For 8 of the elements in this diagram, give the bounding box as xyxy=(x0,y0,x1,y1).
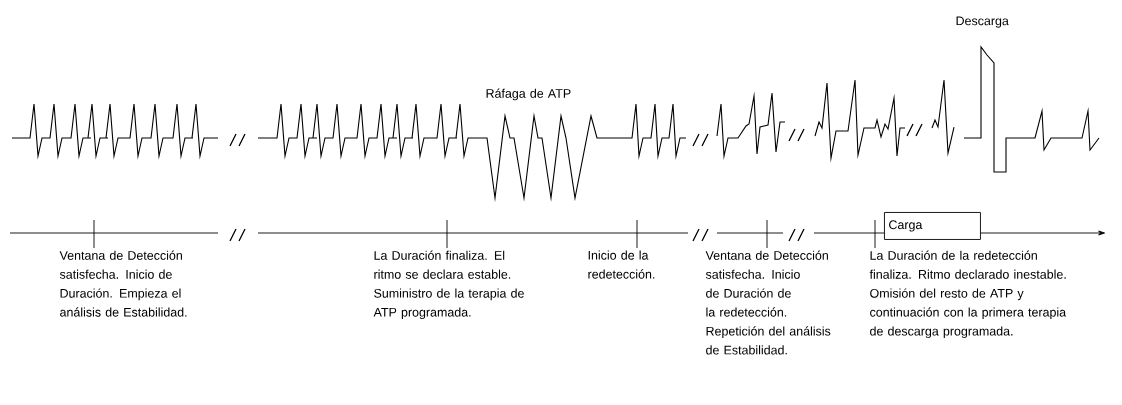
annotation-text: La Duración finaliza. El ritmo se declara estable. Suministro de la terapia de ATP programada. xyxy=(373,250,524,320)
event-label: Ráfaga de ATP xyxy=(486,88,571,101)
annotation-text: Ventana de Detección satisfecha. Inicio de Duración. Empieza el análisis de Estabilidad. xyxy=(59,250,187,317)
annotation-text: Inicio de la redetección. xyxy=(588,250,655,279)
charge-box: Carga xyxy=(884,212,981,240)
annotation-text: Ventana de Detección satisfecha. Inicio de Duración de la redetección. Repetición del análisis de Estabilidad. xyxy=(705,250,831,355)
event-label: Descarga xyxy=(956,16,1009,28)
annotation-text: La Duración de la redetección finaliza. Ritmo declarado inestable. Omisión del resto de ATP y continuación con la primera terapia de descarga programada. xyxy=(869,250,1067,338)
